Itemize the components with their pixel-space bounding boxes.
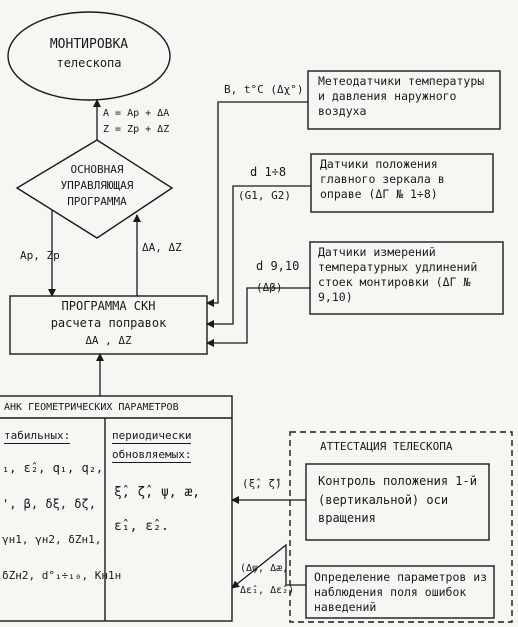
mount-zenith-formula: Z = Zр + ΔZ [103,124,170,135]
tabular-row: ₁, ε̂₂, q₁, q₂, [2,461,104,475]
periodic-heading-line1: периодически [112,429,192,444]
strut-signal-symbol: (Δβ) [256,281,283,294]
skn-title: ПРОГРАММА СКН [61,299,156,313]
attestation-title: АТТЕСТАЦИЯ ТЕЛЕСКОПА [320,440,453,453]
tabular-heading: табильных: [4,429,71,444]
periodic-heading-line2: обновляемых: [112,448,192,463]
tabular-row: δZн2, d°₁÷₁₀, Кн1н [2,569,122,582]
main-program-line3: ПРОГРАММА [67,195,127,208]
pointing-error-signal-line2: Δε̂₁, Δε̂₂) [240,585,295,596]
mirror-sensor-box [310,153,494,213]
strut-sensor-box [309,241,504,315]
pointing-error-text: Определение параметров из наблюдения пол… [314,570,488,614]
pointing-error-box [305,565,495,619]
tabular-row: ', β, δξ, δζ, [2,497,96,511]
attestation-frame [289,431,513,623]
axis-control-box [305,463,490,541]
mirror-signal-symbols: (G1, G2) [238,189,291,202]
strut-sensor-text: Датчики измерений температурных удлинени… [318,245,478,304]
axis-control-signal: (ξ̂, ζ̂) [242,477,282,490]
weather-sensor-text: Метеодатчики температуры и давления нару… [318,74,485,118]
main-program-diamond [15,139,174,239]
pointing-error-signal-line1: (Δψ, Δæ, [240,563,289,574]
strut-signal-label: d 9,10 [256,259,300,273]
mount-azimuth-formula: A = Aр + ΔA [103,108,170,119]
mirror-sensor-text: Датчики положения главного зеркала в опр… [320,157,445,201]
mirror-signal-label: d 1÷8 [250,165,287,179]
axis-control-text: Контроль положения 1-й (вертикальной) ос… [318,474,477,526]
periodic-row: ξ̂, ζ̂, ψ, æ, [114,485,201,500]
tabular-row: γн1, γн2, δZн1, [2,533,102,546]
weather-sensor-box [307,70,501,130]
main-program-line2: УПРАВЛЯЮЩАЯ [60,179,134,192]
program-output-label: Aр, Zр [20,249,60,262]
skn-outputs: ΔA , ΔZ [85,334,132,347]
skn-subtitle: расчета поправок [50,316,167,330]
mount-ellipse [7,11,171,101]
params-table [0,395,233,622]
mount-title: МОНТИРОВКА [49,37,129,52]
main-program-line1: ОСНОВНАЯ [70,163,124,176]
correction-input-label: ΔA, ΔZ [142,241,182,254]
mount-subtitle: телескопа [56,56,122,70]
params-title: АНК ГЕОМЕТРИЧЕСКИХ ПАРАМЕТРОВ [4,402,179,413]
periodic-row: ε̂₁, ε̂₂. [114,519,169,534]
weather-signal-label: B, t°C (Δχ°) [224,83,304,96]
